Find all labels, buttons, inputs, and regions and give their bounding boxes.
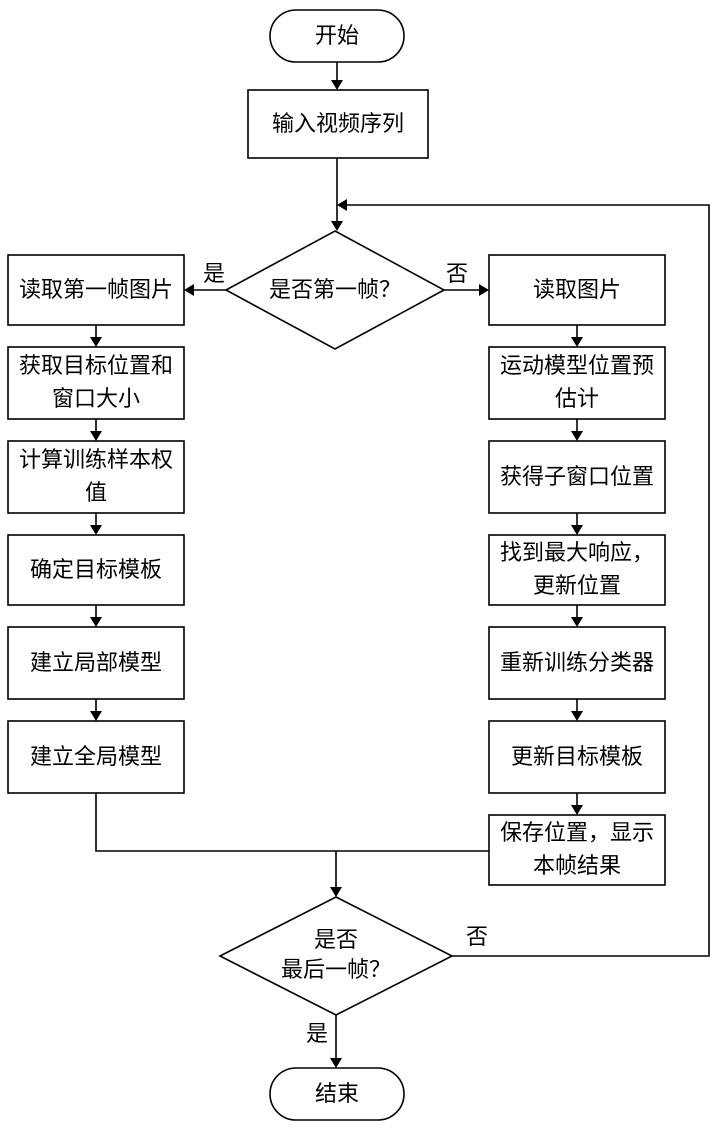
compute-weights-label: 计算训练样本权值 bbox=[8, 441, 184, 513]
save-display-label: 保存位置，显示本帧结果 bbox=[489, 815, 665, 885]
decision-last-line-1: 是否 bbox=[314, 926, 358, 956]
start-label: 开始 bbox=[270, 10, 404, 62]
decision-last-line-2: 最后一帧？ bbox=[281, 956, 391, 986]
motion-estimate-label: 运动模型位置预估计 bbox=[489, 347, 665, 419]
build-global-label: 建立全局模型 bbox=[8, 721, 184, 793]
retrain-label: 重新训练分类器 bbox=[489, 627, 665, 699]
determine-template-label: 确定目标模板 bbox=[8, 535, 184, 605]
decision-first-label: 是否第一帧？ bbox=[226, 231, 444, 349]
first-no-label: 否 bbox=[446, 262, 468, 288]
input-label: 输入视频序列 bbox=[248, 90, 428, 158]
build-local-label: 建立局部模型 bbox=[8, 627, 184, 699]
update-template-label: 更新目标模板 bbox=[489, 721, 665, 793]
subwindow-label: 获得子窗口位置 bbox=[489, 441, 665, 513]
last-yes-label: 是 bbox=[306, 1022, 328, 1048]
read-first-label: 读取第一帧图片 bbox=[8, 255, 184, 325]
last-no-label: 否 bbox=[466, 925, 488, 951]
read-image-label: 读取图片 bbox=[489, 255, 665, 325]
first-yes-label: 是 bbox=[203, 262, 225, 288]
decision-last-label: 是否 最后一帧？ bbox=[220, 897, 452, 1015]
end-label: 结束 bbox=[270, 1068, 404, 1120]
get-target-label: 获取目标位置和窗口大小 bbox=[8, 347, 184, 419]
max-response-label: 找到最大响应，更新位置 bbox=[489, 535, 665, 605]
